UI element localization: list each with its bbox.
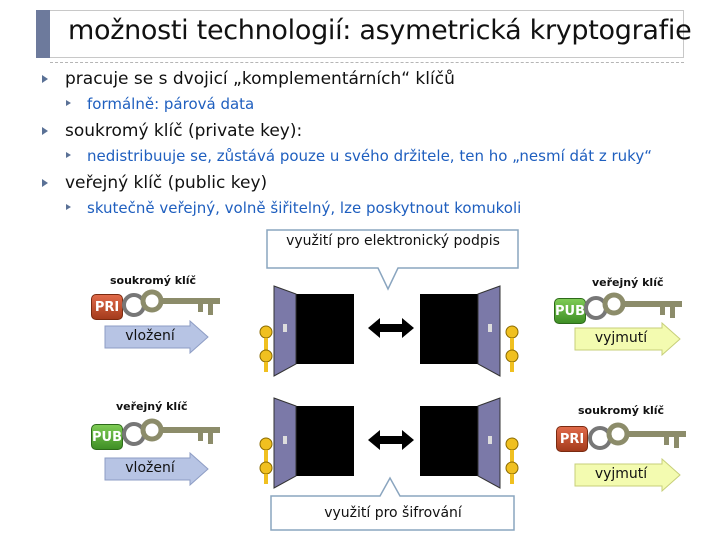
top-right-key-tag: PUB xyxy=(554,298,586,324)
bottom-left-door-icon xyxy=(259,397,354,489)
bullet-1: pracuje se s dvojicí „komplementárních“ … xyxy=(65,69,455,89)
sub-bullet-3: skutečně veřejný, volně šiřitelný, lze p… xyxy=(87,199,522,217)
sub-bullet-arrow-icon xyxy=(66,204,71,210)
signature-callout: využití pro elektronický podpis xyxy=(286,233,500,249)
top-left-door-icon xyxy=(259,285,354,377)
bullet-arrow-icon xyxy=(42,179,48,187)
bottom-remove-arrow xyxy=(574,458,681,492)
bottom-right-key-tag: PRI xyxy=(556,426,588,452)
title-divider xyxy=(50,62,684,63)
encryption-callout: využití pro šifrování xyxy=(324,505,462,521)
top-double-arrow-icon xyxy=(368,318,414,338)
bottom-left-key-label: veřejný klíč xyxy=(116,400,188,413)
bottom-double-arrow-icon xyxy=(368,430,414,450)
title-box xyxy=(36,10,684,58)
top-remove-arrow xyxy=(574,322,681,356)
top-right-door-icon xyxy=(420,285,519,377)
top-left-key-tag: PRI xyxy=(91,294,123,320)
top-insert-label: vložení xyxy=(125,328,175,344)
slide-title: možnosti technologií: asymetrická krypto… xyxy=(68,15,692,46)
bullet-arrow-icon xyxy=(42,75,48,83)
sub-bullet-arrow-icon xyxy=(66,152,71,158)
bottom-right-key-icon xyxy=(588,422,686,450)
bullet-2: soukromý klíč (private key): xyxy=(65,121,303,141)
sub-bullet-2: nedistribuuje se, zůstává pouze u svého … xyxy=(87,147,652,165)
top-right-key-icon xyxy=(584,292,682,320)
top-left-key-icon xyxy=(122,289,220,317)
bottom-insert-label: vložení xyxy=(125,460,175,476)
sub-bullet-arrow-icon xyxy=(66,100,71,106)
bottom-remove-label: vyjmutí xyxy=(594,466,648,482)
bottom-right-key-label: soukromý klíč xyxy=(578,404,665,417)
top-left-key-label: soukromý klíč xyxy=(110,274,197,287)
bottom-right-door-icon xyxy=(420,397,519,489)
bottom-left-key-icon xyxy=(122,418,220,446)
bottom-left-key-tag: PUB xyxy=(91,424,123,450)
sub-bullet-1: formálně: párová data xyxy=(87,95,255,113)
bottom-insert-arrow xyxy=(104,452,209,486)
bullet-3: veřejný klíč (public key) xyxy=(65,173,268,193)
top-insert-arrow xyxy=(104,320,209,354)
top-remove-label: vyjmutí xyxy=(594,330,648,346)
title-accent-bar xyxy=(36,10,50,58)
bullet-arrow-icon xyxy=(42,127,48,135)
signature-callout-shape xyxy=(266,229,519,291)
encryption-callout-shape xyxy=(270,476,515,531)
top-right-key-label: veřejný klíč xyxy=(592,276,664,289)
